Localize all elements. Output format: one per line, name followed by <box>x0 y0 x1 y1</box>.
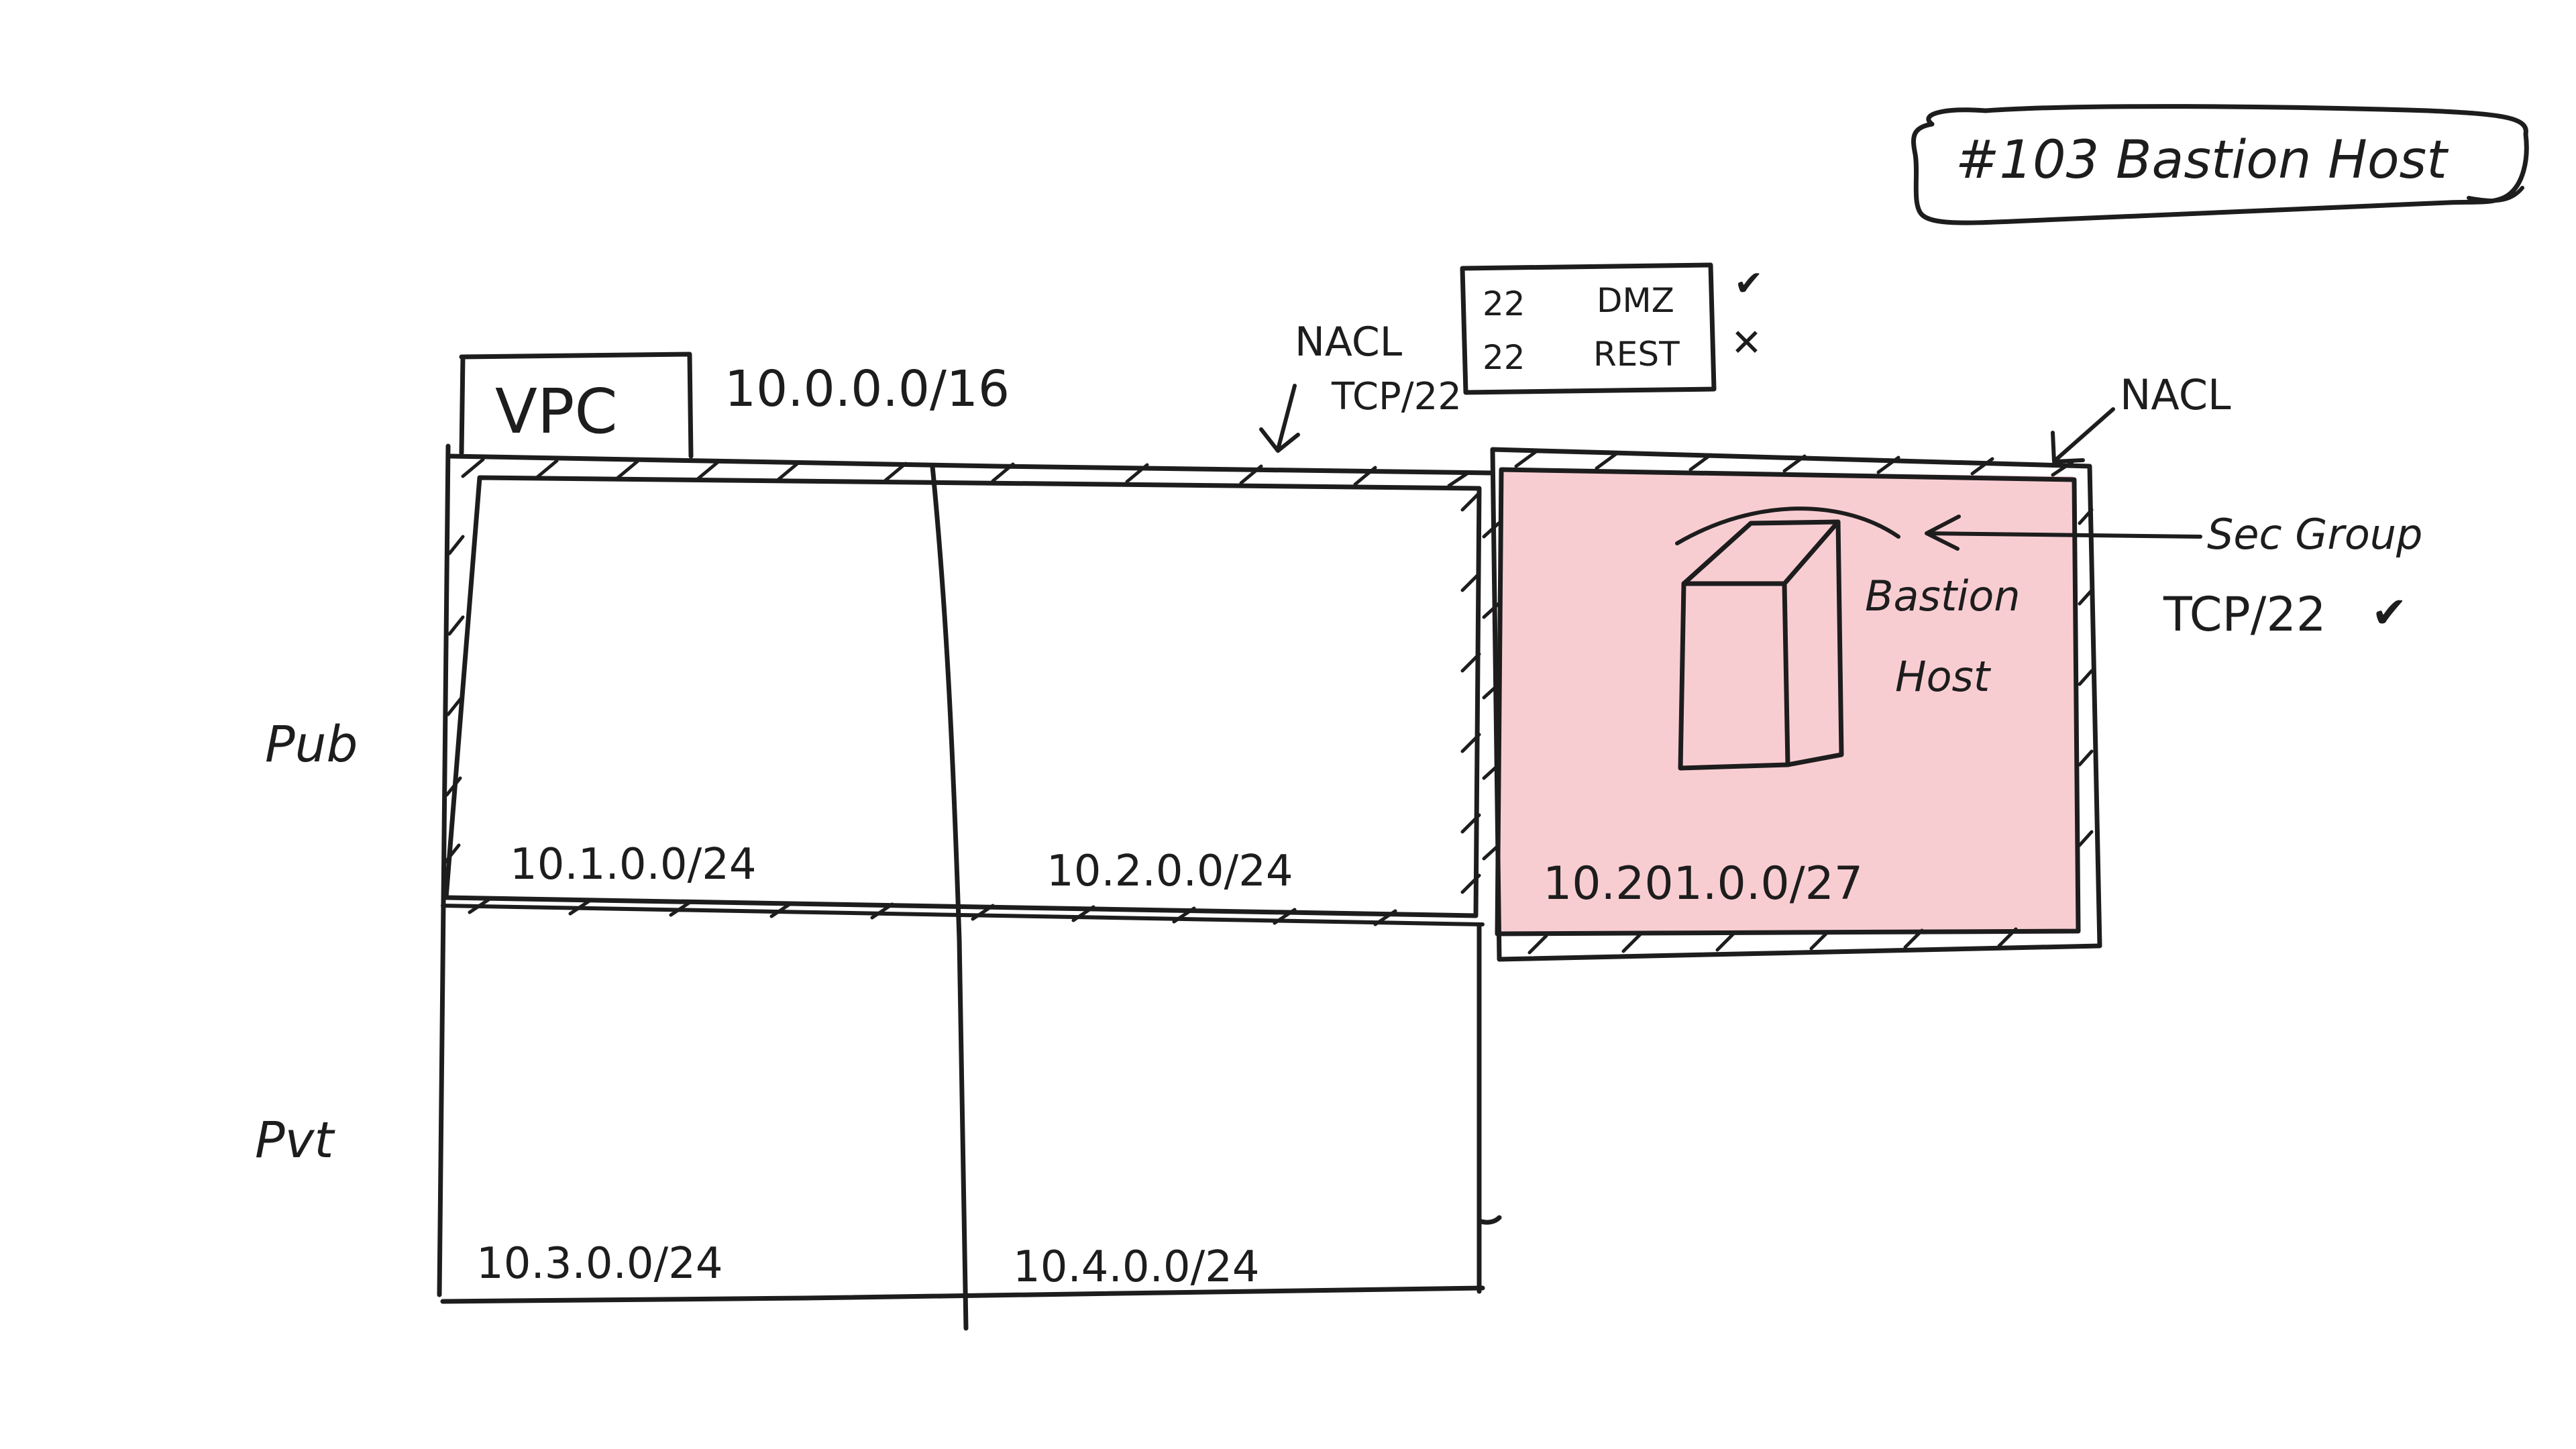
subnet-cidr-pub-1: 10.1.0.0/24 <box>510 840 757 890</box>
vpc-cidr: 10.0.0.0/16 <box>724 360 1010 418</box>
subnet-cidr-pvt-1: 10.3.0.0/24 <box>476 1239 723 1289</box>
bastion-host-server-icon <box>1675 506 1900 771</box>
sec-group-rule: TCP/22 <box>2163 587 2326 642</box>
title-badge: #103 Bastion Host <box>1911 104 2529 225</box>
vpc-boundary <box>437 443 1502 1304</box>
nacl-rule-1-port: 22 <box>1483 284 1525 323</box>
nacl-left-label: NACL <box>1295 319 1403 366</box>
sec-group-label: Sec Group <box>2207 510 2422 559</box>
security-group-annotation: Sec Group TCP/22 ✔ <box>1925 510 2422 642</box>
vpc-tab: VPC <box>459 352 694 459</box>
public-subnet-nacl-boundary <box>441 458 1485 926</box>
subnet-cidr-pub-2: 10.2.0.0/24 <box>1046 847 1293 896</box>
nacl-right-label: NACL <box>2120 370 2231 419</box>
sec-group-check-icon: ✔ <box>2371 588 2408 638</box>
dmz-cidr: 10.201.0.0/27 <box>1543 857 1863 910</box>
nacl-right-annotation: NACL <box>2051 370 2231 464</box>
bastion-host-label-line2: Host <box>1895 652 1992 701</box>
nacl-rule-1-check-icon: ✔ <box>1734 264 1764 304</box>
nacl-left-annotation: NACL TCP/22 22 DMZ 22 REST ✔ ✕ <box>1259 262 1764 453</box>
nacl-rule-2-target: REST <box>1593 335 1680 374</box>
nacl-rule-2-port: 22 <box>1483 338 1525 377</box>
nacl-rule-1-target: DMZ <box>1597 281 1674 320</box>
subnet-cidr-pvt-2: 10.4.0.0/24 <box>1013 1242 1260 1292</box>
nacl-rule-table <box>1460 262 1717 395</box>
nacl-left-protocol: TCP/22 <box>1331 375 1462 419</box>
az-divider <box>930 464 969 1331</box>
row-label-public: Pub <box>265 716 358 773</box>
row-label-private: Pvt <box>255 1112 335 1169</box>
nacl-right-arrow <box>2051 407 2115 464</box>
bastion-host-label-line1: Bastion <box>1865 572 2021 621</box>
sec-group-arrow <box>1925 515 2202 551</box>
nacl-rule-2-cross-icon: ✕ <box>1731 321 1762 365</box>
nacl-left-arrow <box>1259 384 1300 453</box>
diagram-title: #103 Bastion Host <box>1955 130 2449 191</box>
vpc-label: VPC <box>495 376 618 447</box>
dmz-subnet: 10.201.0.0/27 <box>1482 447 2102 962</box>
